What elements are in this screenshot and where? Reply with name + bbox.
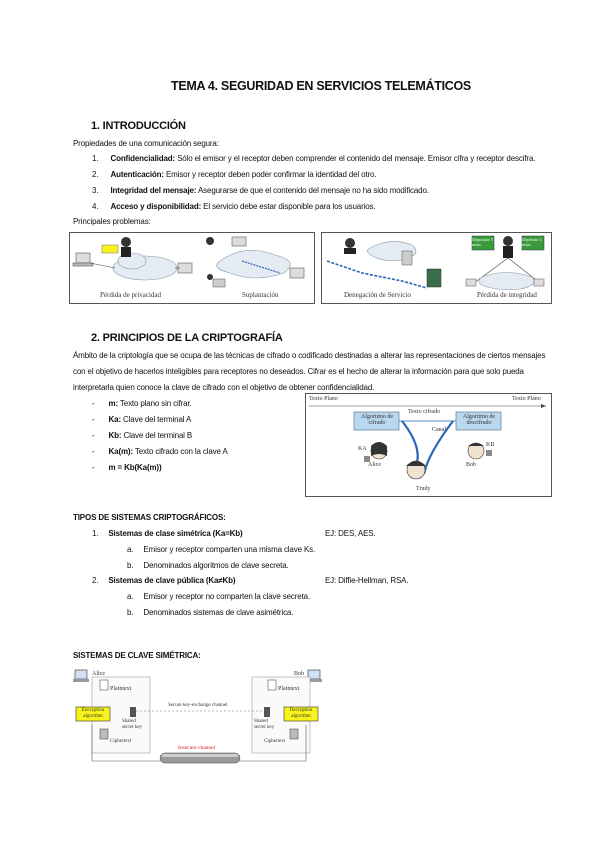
label-alice: Alice [368, 462, 381, 468]
label-insecure-channel: Insecure channel [178, 745, 216, 751]
problems-figure-left: Pérdida de privacidad Suplantación [69, 232, 315, 304]
bullet-item: -m = Kb(Ka(m)) [92, 463, 162, 472]
type-example: EJ: DES, AES. [325, 529, 376, 538]
symmetric-key-graphic [73, 669, 322, 764]
label-plaintext-right: Texto Plano [512, 396, 541, 402]
item-number: 4. [92, 202, 99, 211]
item-number: 1. [92, 154, 99, 163]
bullet-term: Kb: [108, 431, 122, 440]
type-sub-item: a. Emisor y receptor no comparten la clav… [127, 592, 310, 601]
type-sub-item: b. Denominados sistemas de clave asimétri… [127, 608, 293, 617]
label-plaintext-l: Plaintext [110, 686, 132, 692]
problems-figure-right: Depositar 5 mios Depósito 5 mios Denegac… [321, 232, 552, 304]
label-ciphertext: Texto cifrado [408, 409, 441, 415]
label-bob-sym: Bob [294, 671, 305, 677]
label-ciphertext-l: Ciphertext [110, 739, 132, 744]
crypto-diagram: Texto Plano Texto Plano Algoritmo de cif… [305, 393, 552, 497]
bullet-text: Clave del terminal A [120, 415, 192, 424]
page-title: TEMA 4. SEGURIDAD EN SERVICIOS TELEMÁTIC… [171, 79, 471, 93]
label-decryption-algorithm: Algoritmo de descifrado [462, 414, 496, 426]
sub-letter: b. [127, 608, 134, 617]
sub-text: Denominados sistemas de clave asimétrica… [143, 608, 294, 617]
paragraph-line: Ámbito de la criptología que se ocupa de… [73, 351, 546, 360]
label-plaintext-left: Texto Plano [309, 396, 338, 402]
deposit-label-1: Depositar 5 mios [472, 237, 493, 247]
sub-letter: b. [127, 561, 134, 570]
property-item: 2. Autenticación: Emisor y receptor debe… [92, 170, 377, 179]
sub-text: Emisor y receptor no comparten la clave … [143, 592, 311, 601]
bullet-item: -Ka: Clave del terminal A [92, 415, 192, 424]
item-term: Integridad del mensaje: [110, 186, 197, 195]
paragraph-line: interpretarla quien conoce la clave de c… [73, 383, 375, 392]
bullet-term: m = Kb(Ka(m)) [108, 463, 162, 472]
label-trudy: Trudy [416, 486, 431, 492]
type-number: 1. [92, 529, 99, 538]
problems-label: Principales problemas: [73, 217, 151, 226]
property-item: 3. Integridad del mensaje: Asegurarse de… [92, 186, 429, 195]
type-sub-item: b. Denominados algoritmos de clave secret… [127, 561, 289, 570]
label-alice-sym: Alice [92, 671, 105, 677]
section-heading-introduccion: 1. INTRODUCCIÓN [91, 120, 186, 132]
label-kb: KB [486, 442, 495, 448]
sub-letter: a. [127, 592, 134, 601]
type-title: Sistemas de clase simétrica (Ka=Kb) [108, 529, 243, 538]
type-title: Sistemas de clave pública (Ka≠Kb) [108, 576, 236, 585]
privacy-spoofing-illustration [72, 236, 305, 288]
section-heading-criptografia: 2. PRINCIPIOS DE LA CRIPTOGRAFÍA [91, 332, 283, 344]
bullet-item: -Ka(m): Texto cifrado con la clave A [92, 447, 228, 456]
item-text: El servicio debe estar disponible para l… [201, 202, 376, 211]
item-term: Confidencialidad: [110, 154, 176, 163]
type-item: 2. Sistemas de clave pública (Ka≠Kb) [92, 576, 236, 585]
paragraph-line: con el objetivo de hacerlos inteligibles… [73, 367, 524, 376]
item-term: Autenticación: [110, 170, 164, 179]
bullet-term: Ka: [108, 415, 122, 424]
item-text: Sólo el emisor y el receptor deben compr… [175, 154, 536, 163]
label-secure-channel: Secure key-exchange channel [168, 703, 228, 708]
label-encryption: Encryption algorithm [81, 708, 105, 719]
caption-spoofing: Suplantación [242, 291, 279, 299]
bullet-text: Texto cifrado con la clave A [132, 447, 228, 456]
label-channel: Canal [432, 427, 446, 433]
caption-integrity: Pérdida de integridad [477, 291, 537, 299]
item-number: 2. [92, 170, 99, 179]
sub-text: Emisor y receptor comparten una misma cl… [143, 545, 316, 554]
bullet-text: Clave del terminal B [121, 431, 193, 440]
label-ka: KA [358, 446, 367, 452]
item-term: Acceso y disponibilidad: [110, 202, 202, 211]
symmetric-diagram: Alice Bob Plaintext Plaintext Encryption… [70, 667, 328, 769]
label-ciphertext-r: Ciphertext [264, 739, 286, 744]
type-sub-item: a. Emisor y receptor comparten una misma … [127, 545, 315, 554]
item-number: 3. [92, 186, 99, 195]
type-example: EJ: Diffie-Hellman, RSA. [325, 576, 409, 585]
type-number: 2. [92, 576, 99, 585]
dos-integrity-illustration [326, 235, 545, 290]
label-encryption-algorithm: Algoritmo de cifrado [360, 414, 394, 426]
deposit-label-2: Depósito 5 mios [522, 237, 542, 247]
symmetric-heading: SISTEMAS DE CLAVE SIMÉTRICA: [73, 651, 201, 660]
bullet-text: Texto plano sin cifrar. [118, 399, 192, 408]
bullet-item: -m: Texto plano sin cifrar. [92, 399, 192, 408]
types-heading: TIPOS DE SISTEMAS CRIPTOGRÁFICOS: [73, 513, 226, 522]
intro-text: Propiedades de una comunicación segura: [73, 139, 219, 148]
label-bob: Bob [466, 462, 477, 468]
label-shared-key-l: Shared secret key [122, 719, 143, 730]
property-item: 1. Confidencialidad: Sólo el emisor y el… [92, 154, 535, 163]
caption-privacy: Pérdida de privacidad [100, 291, 162, 299]
bullet-term: m: [108, 399, 119, 408]
label-plaintext-r: Plaintext [278, 686, 300, 692]
label-decryption: Decryption algorithm [289, 708, 313, 719]
item-text: Emisor y receptor deben poder confirmar … [163, 170, 377, 179]
property-item: 4. Acceso y disponibilidad: El servicio … [92, 202, 376, 211]
sub-text: Denominados algoritmos de clave secreta. [143, 561, 289, 570]
caption-dos: Denegación de Servicio [344, 291, 411, 299]
item-text: Asegurarse de que el contenido del mensa… [196, 186, 429, 195]
label-shared-key-r: Shared secret key [254, 719, 275, 730]
sub-letter: a. [127, 545, 134, 554]
type-item: 1. Sistemas de clase simétrica (Ka=Kb) [92, 529, 243, 538]
crypto-flow-graphic [309, 404, 546, 480]
bullet-term: Ka(m): [108, 447, 134, 456]
bullet-item: -Kb: Clave del terminal B [92, 431, 193, 440]
